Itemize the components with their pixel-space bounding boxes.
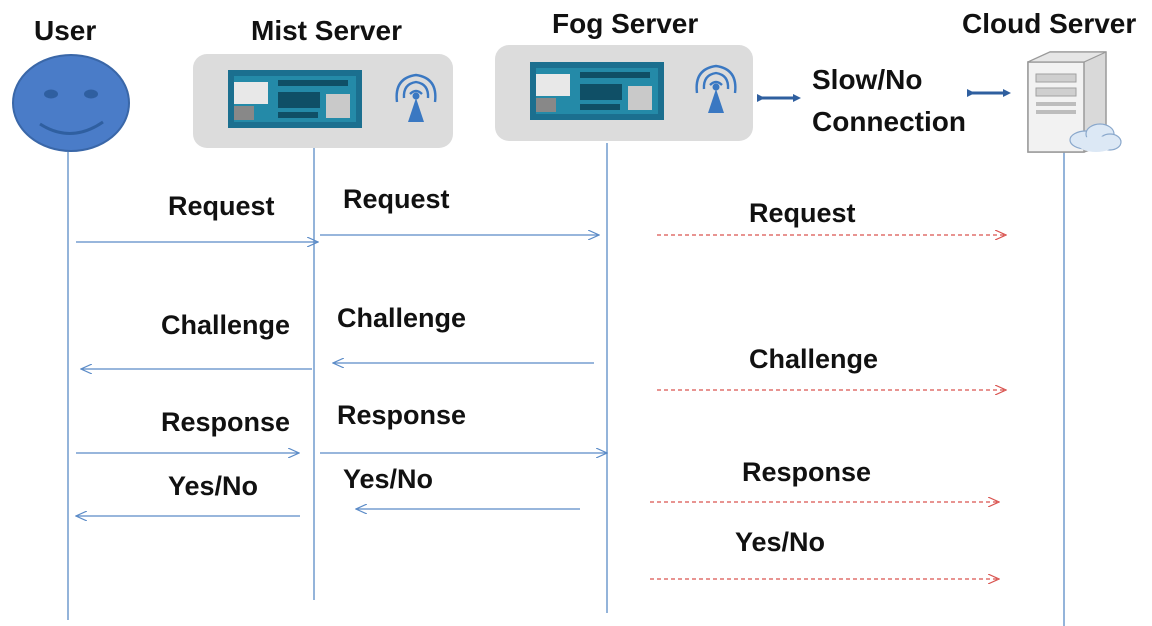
msg-mist-fog-request: Request — [343, 184, 450, 214]
fog-wifi-antenna-icon — [695, 64, 737, 113]
cloud-server-tower-icon — [1027, 51, 1122, 153]
fog-server-box — [495, 45, 753, 141]
mist-server-title: Mist Server — [251, 15, 402, 46]
msg-user-mist-response: Response — [161, 407, 291, 437]
mist-server-box — [193, 54, 453, 148]
msg-mist-user-challenge: Challenge — [161, 310, 291, 340]
msg-cloud-fog-challenge: Challenge — [749, 344, 879, 374]
user-smiley-face-icon — [12, 54, 130, 152]
fog-server-title: Fog Server — [552, 8, 699, 39]
fog-circuit-board-icon — [530, 62, 664, 120]
connection-label-line1: Slow/No — [812, 64, 923, 95]
cloud-server-title: Cloud Server — [962, 8, 1137, 39]
mist-circuit-board-icon — [228, 70, 362, 128]
msg-fog-mist-yesno: Yes/No — [343, 464, 434, 494]
mist-wifi-antenna-icon — [395, 73, 437, 122]
connection-label-line2: Connection — [812, 106, 966, 137]
msg-cloud-fog-yesno: Yes/No — [735, 527, 826, 557]
msg-mist-fog-response: Response — [337, 400, 467, 430]
msg-fog-cloud-request: Request — [749, 198, 856, 228]
cloud-icon — [1069, 123, 1122, 152]
msg-mist-user-yesno: Yes/No — [168, 471, 259, 501]
msg-fog-mist-challenge: Challenge — [337, 303, 467, 333]
msg-fog-cloud-response: Response — [742, 457, 872, 487]
msg-user-mist-request: Request — [168, 191, 275, 221]
user-title: User — [34, 15, 97, 46]
